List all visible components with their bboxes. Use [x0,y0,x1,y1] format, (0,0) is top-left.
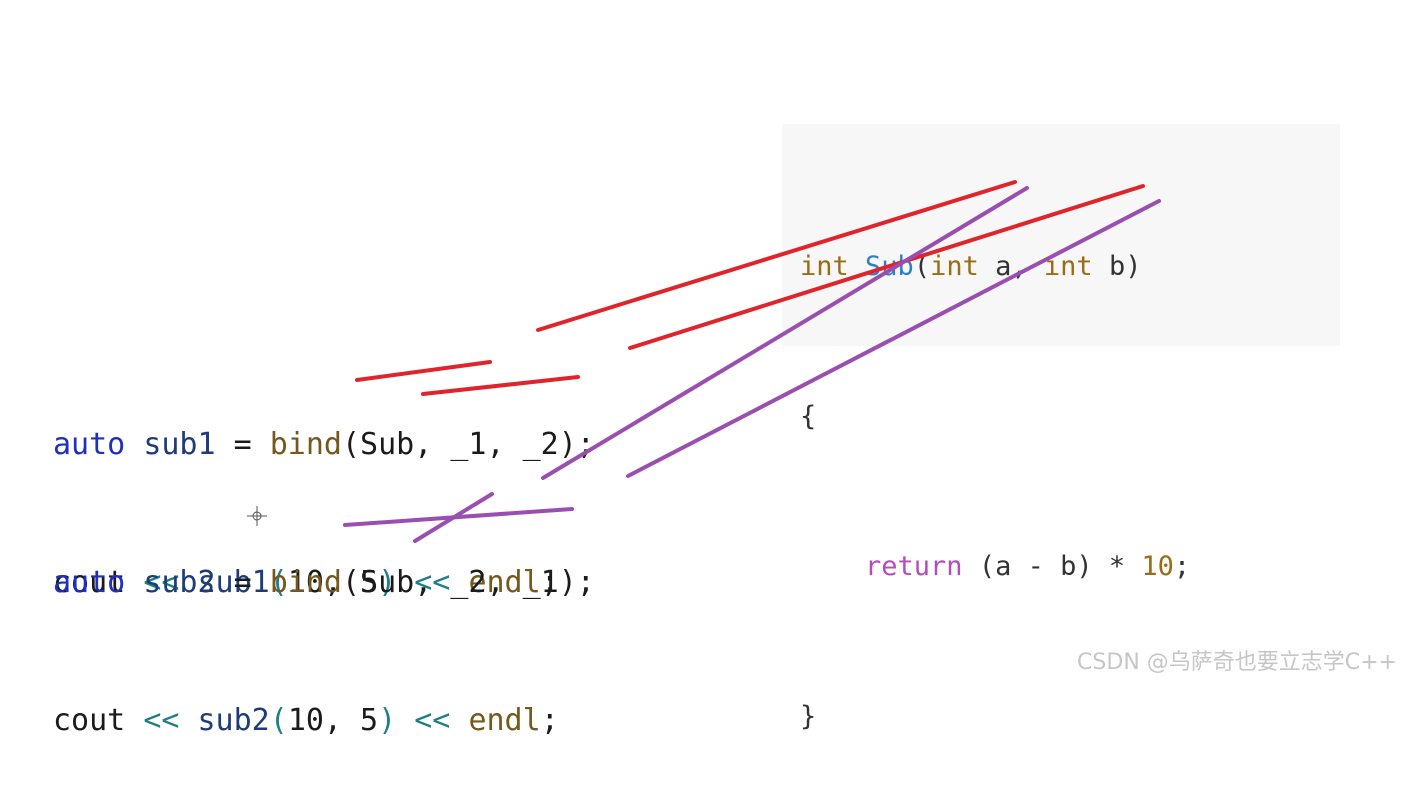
var-sub1: sub1 [143,427,216,462]
assign-op: = [215,565,270,600]
paren: ) [378,565,397,600]
purple-underline-arg [343,507,574,527]
kw-auto: auto [53,565,126,600]
bind-args: (Sub, _2, _1); [342,565,595,600]
kw-auto: auto [53,427,126,462]
bind-line-2: auto sub2 = bind(Sub, _2, _1); [53,560,595,606]
paren: ( [269,703,288,738]
func-close-brace: } [800,701,817,732]
purple-line-a-to-2 [541,186,1029,480]
kw-int: int [930,251,979,282]
annotation-overlay [343,180,1161,543]
call-sub2: sub2 [197,703,270,738]
cout-line-1: cout << sub1(10, 5) << endl; [53,560,595,606]
bind-call: bind [269,565,342,600]
call-sub1: sub1 [197,565,270,600]
purple-cross-line [413,492,494,543]
watermark: CSDN @乌萨奇也要立志学C++ [1077,650,1397,675]
stream-op: << [414,703,451,738]
sub-function-code: int Sub(int a, int b) { return (a - b) *… [800,142,1190,792]
param-b: b) [1092,251,1142,282]
endl: endl [468,703,541,738]
paren: ) [378,703,397,738]
bind-call: bind [269,427,342,462]
function-code-panel [782,124,1340,346]
assign-op: = [215,427,270,462]
red-line-b-to-2 [628,184,1145,350]
purple-annotation-lines [343,186,1161,543]
call-args: 10, 5 [287,565,379,600]
paren: ( [269,565,288,600]
red-underline-arg2 [421,375,580,396]
crosshair-cursor-icon [247,506,267,526]
stream-op: << [143,703,180,738]
bind-line-1: auto sub1 = bind(Sub, _1, _2); [53,422,595,468]
endl: endl [468,565,541,600]
var-sub2: sub2 [143,565,216,600]
stream-op: << [143,565,180,600]
red-underline-arg1 [355,360,492,382]
cout-line-2: cout << sub2(10, 5) << endl; [53,698,595,744]
return-number: 10 [1141,551,1174,582]
cout: cout [53,703,126,738]
semicolon: ; [1173,551,1191,582]
bind-example-1: auto sub1 = bind(Sub, _1, _2); cout << s… [53,330,595,652]
red-line-a-to-1 [536,180,1017,332]
bind-args: (Sub, _1, _2); [342,427,595,462]
call-args: 10, 5 [287,703,379,738]
kw-return: return [865,551,963,582]
return-expr: (a - b) * [962,551,1142,582]
red-annotation-lines [355,180,1145,396]
func-signature-line: int Sub(int a, int b) [800,242,1190,292]
semicolon: ; [540,703,559,738]
purple-line-b-to-1 [626,199,1161,478]
semicolon: ; [540,565,559,600]
func-open-brace: { [800,401,817,432]
kw-int: int [800,251,849,282]
func-return-line: return (a - b) * 10; [800,542,1190,592]
stream-op: << [414,565,451,600]
cout: cout [53,565,126,600]
